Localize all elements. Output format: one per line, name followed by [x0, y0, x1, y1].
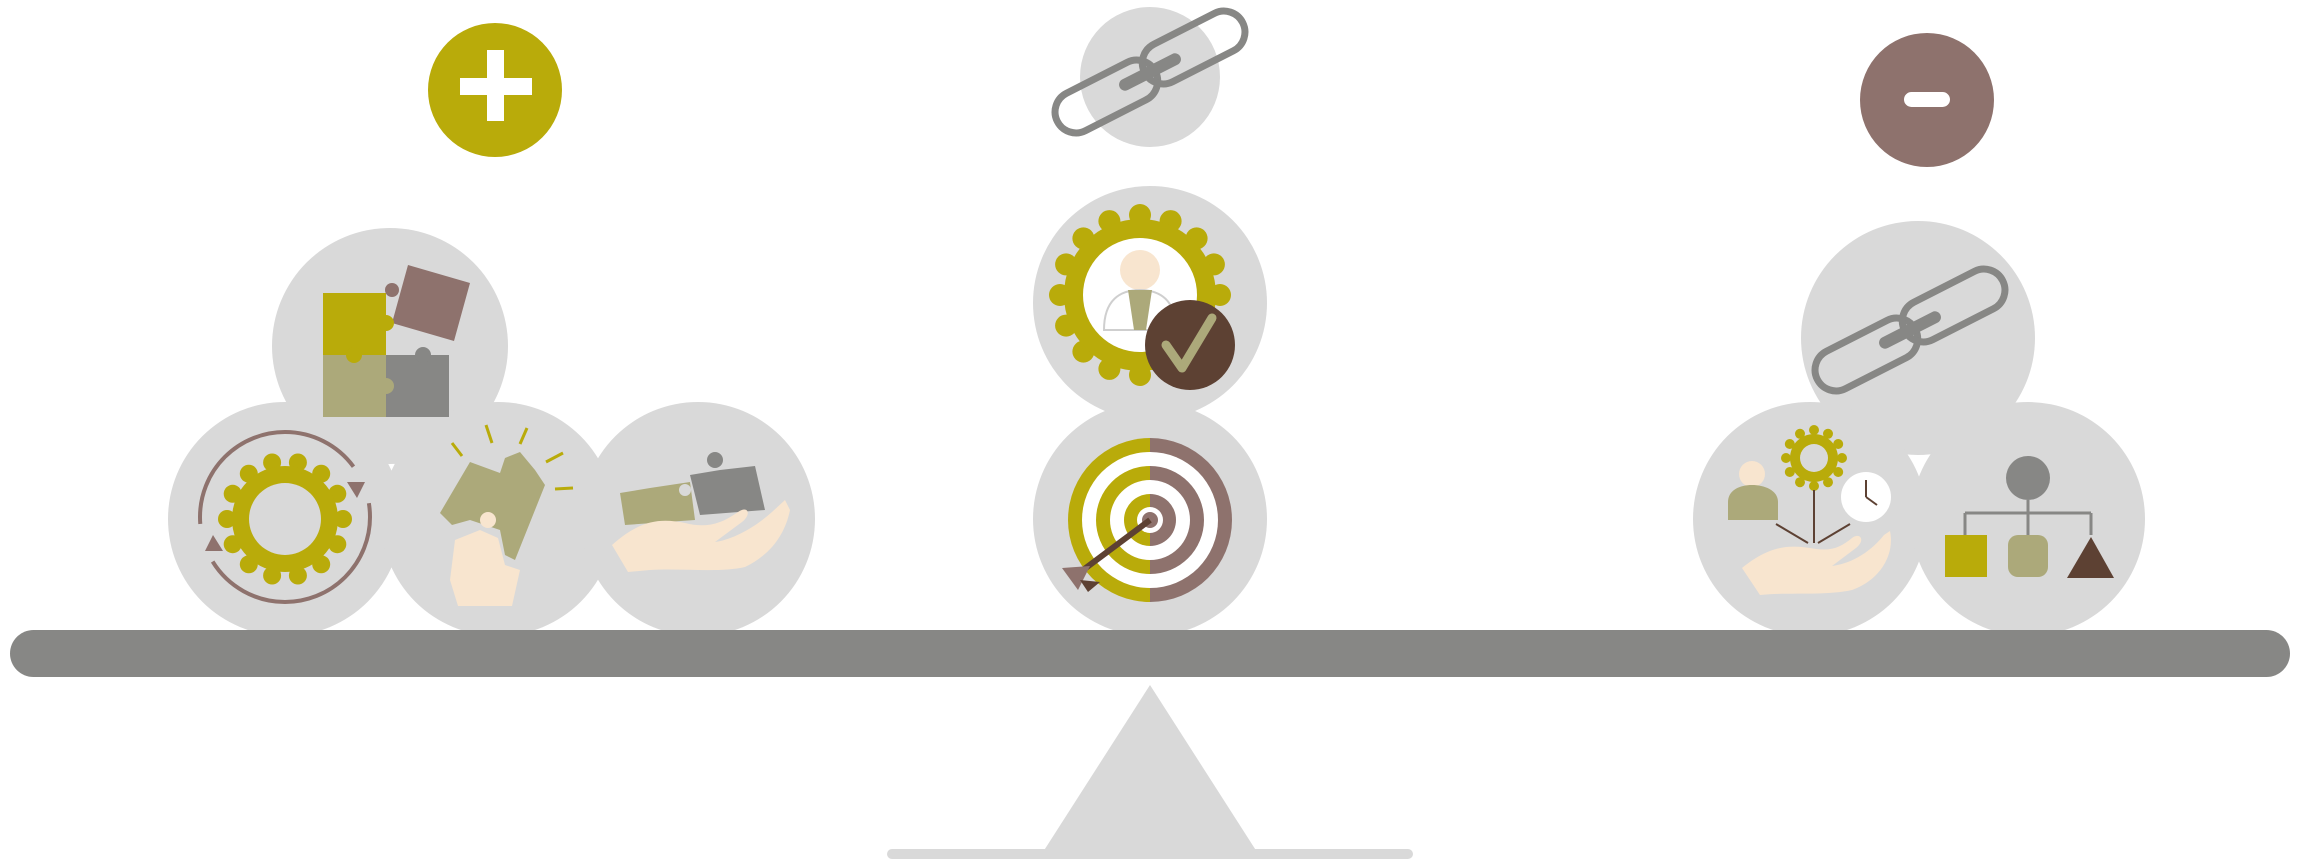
minus-icon — [1860, 33, 1994, 167]
gear-tooth — [1837, 453, 1847, 463]
gear-tooth — [1809, 425, 1819, 435]
scale-beam — [10, 630, 2290, 677]
gear-tooth — [1781, 453, 1791, 463]
scale-base — [887, 685, 1413, 859]
gear-tooth — [1809, 481, 1819, 491]
plus-icon — [428, 23, 562, 157]
